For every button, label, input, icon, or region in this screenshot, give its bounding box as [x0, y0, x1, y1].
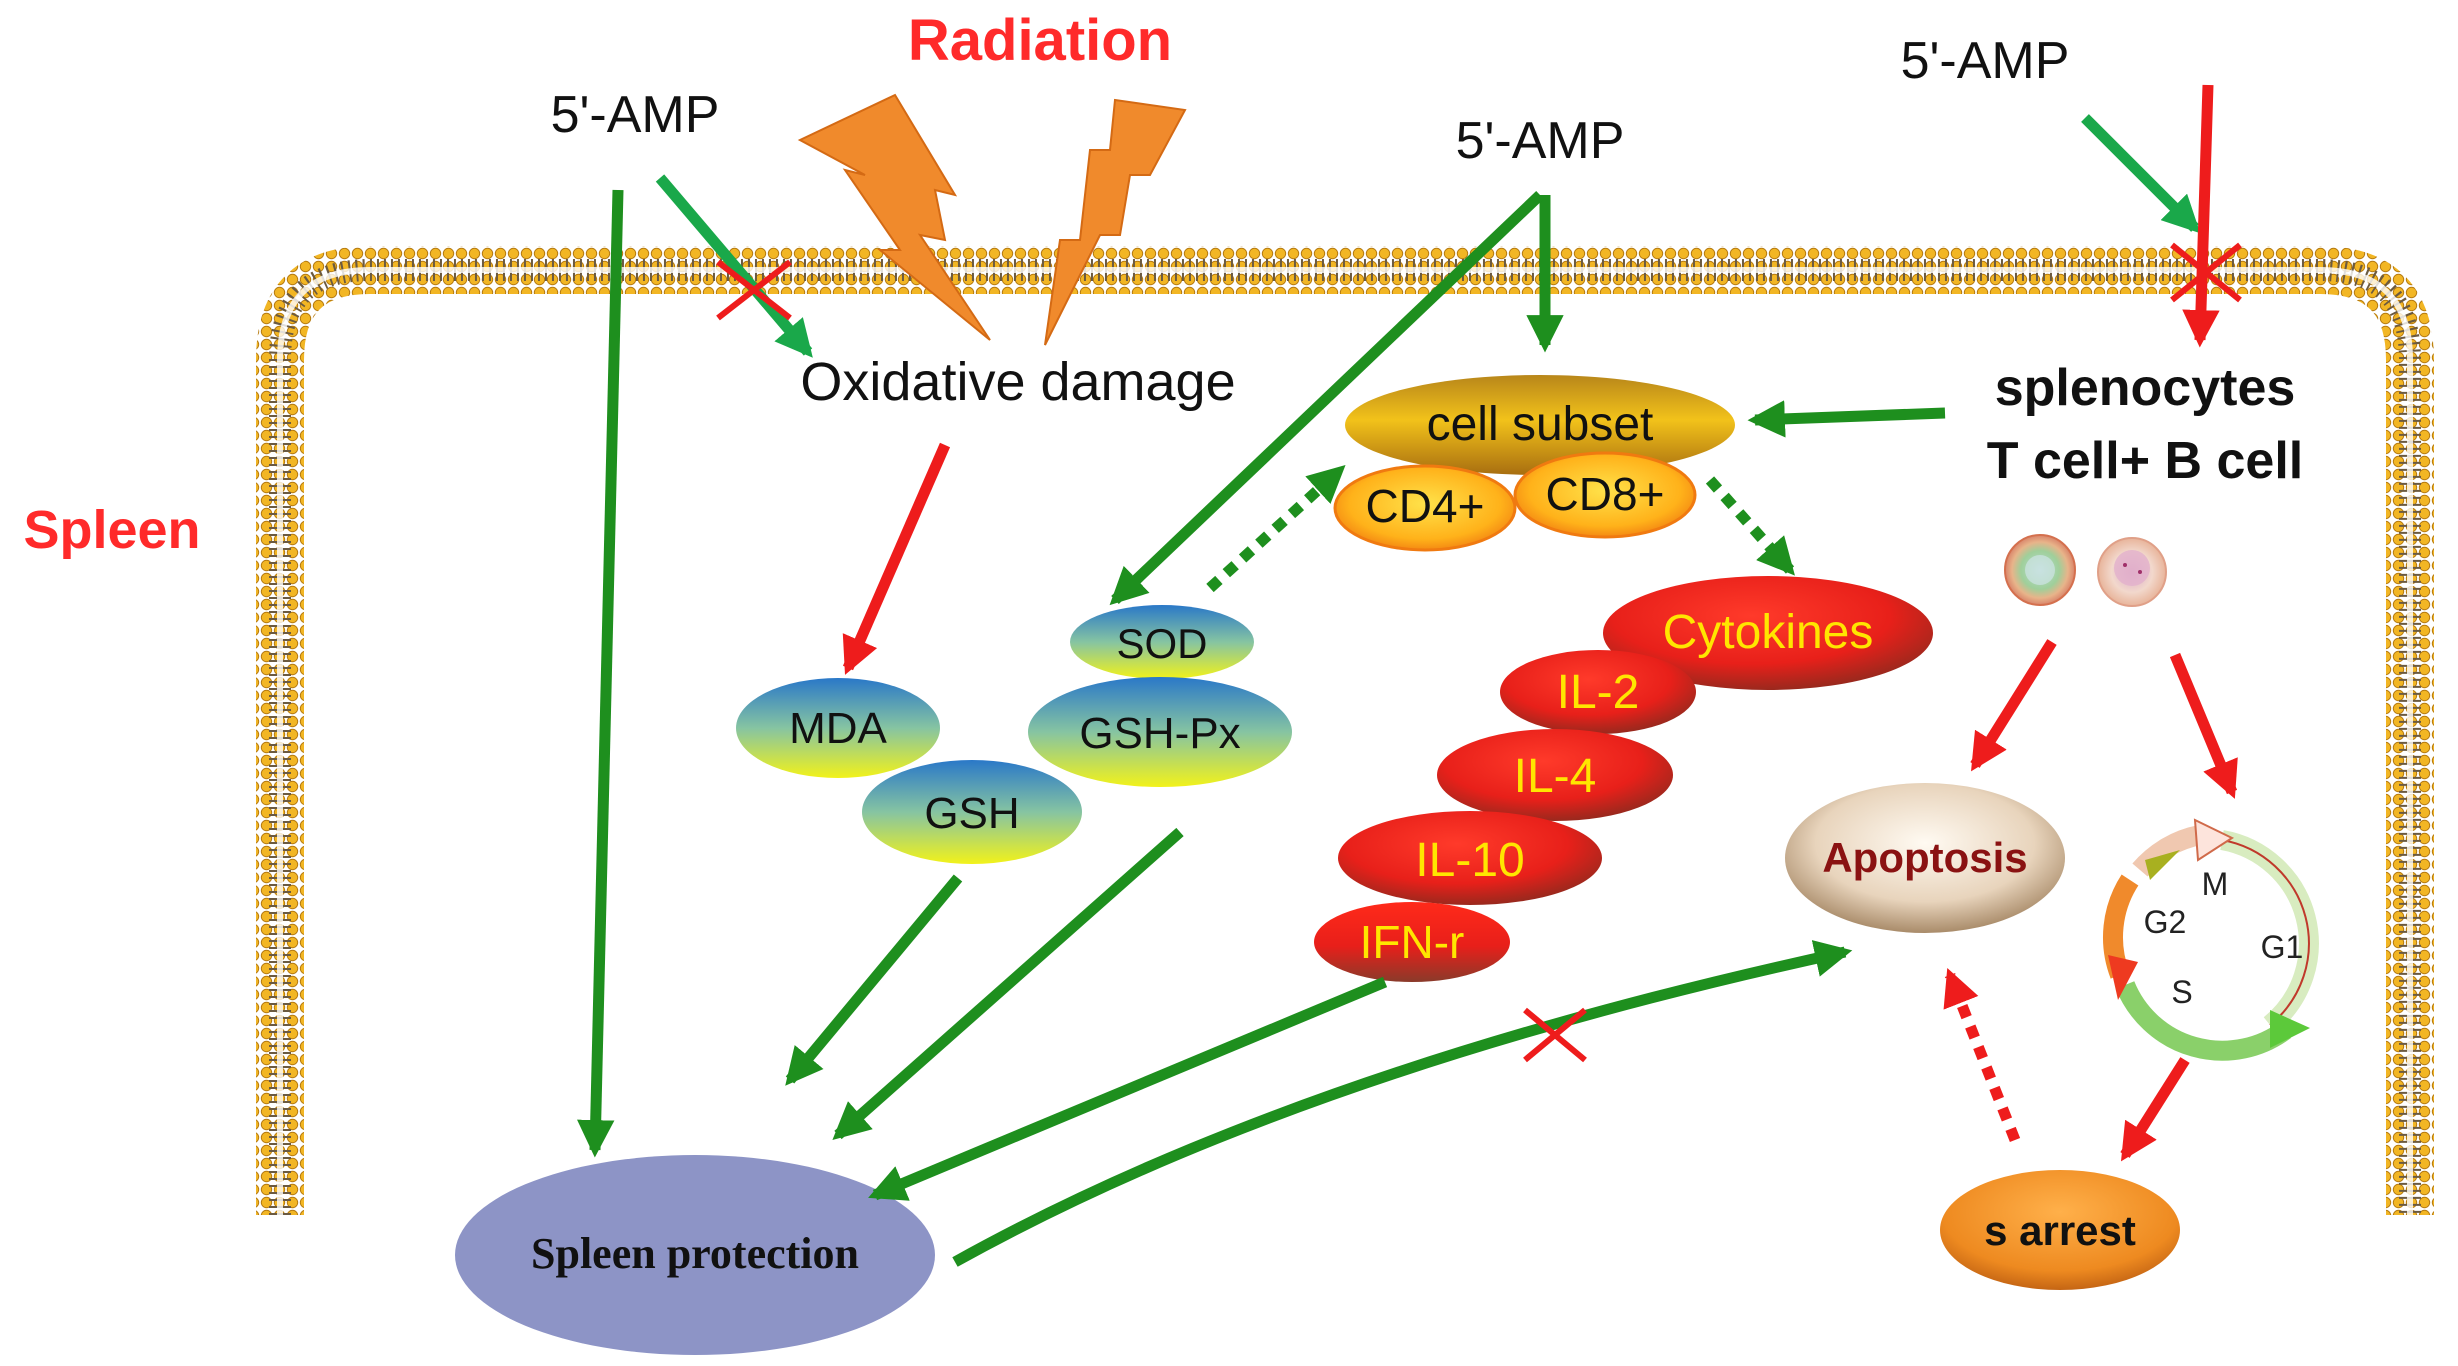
- amp-label-left: 5'-AMP: [551, 86, 720, 144]
- dotted-arrow-sod-to-cd4: [1206, 464, 1346, 593]
- cd4-node: CD4+: [1333, 464, 1517, 552]
- arrow-splenocytes-to-cell-subset: [1747, 400, 1946, 438]
- arrow-amp-to-splenocytes: [2081, 114, 2201, 234]
- phase-m-label: M: [2202, 866, 2229, 902]
- t-cell-icon: [2004, 534, 2076, 606]
- inhibit-arrows: [842, 84, 2238, 1162]
- b-cell-icon: [2097, 537, 2167, 607]
- cell-subset-node: cell subset: [1345, 375, 1735, 475]
- block-x-icon: [1523, 1007, 1587, 1063]
- arrow-amp-to-sod: [1109, 191, 1544, 606]
- mda-label: MDA: [789, 704, 887, 753]
- cell-cycle-diagram: M G1 G2 S: [2103, 818, 2319, 1061]
- arrow-amp-to-protection: [577, 189, 624, 1158]
- gsh-px-label: GSH-Px: [1079, 709, 1240, 758]
- lightning-bolt-icon: [797, 93, 991, 341]
- arrow-gshpx-to-protection: [832, 827, 1184, 1140]
- il10-label: IL-10: [1415, 834, 1524, 887]
- promote-arrows: [577, 114, 2201, 1267]
- ifn-node: IFN-r: [1314, 902, 1510, 982]
- s-arrest-label: s arrest: [1984, 1207, 2136, 1254]
- dotted-arrow-cd8-to-cytokines: [1705, 476, 1795, 576]
- splenocytes-label: splenocytes: [1995, 359, 2296, 417]
- cd8-label: CD8+: [1546, 468, 1665, 520]
- cd8-node: CD8+: [1513, 451, 1697, 539]
- dotted-promote-arrows: [1206, 464, 1795, 593]
- sod-label: SOD: [1116, 620, 1207, 667]
- arrow-cells-to-cycle: [2169, 652, 2238, 799]
- il4-label: IL-4: [1514, 750, 1597, 803]
- arrow-ifn-to-protection: [868, 976, 1388, 1201]
- il2-label: IL-2: [1557, 666, 1640, 719]
- arrow-cells-to-apoptosis: [1970, 639, 2057, 772]
- lightning-bolt-icon: [1044, 98, 1187, 346]
- arrow-protection-to-apoptosis: [952, 940, 1853, 1267]
- arrow-oxidative-to-mda: [842, 442, 951, 675]
- il4-node: IL-4: [1437, 729, 1673, 821]
- mda-node: MDA: [736, 678, 940, 778]
- radiation-title: Radiation: [908, 8, 1172, 73]
- phase-g2-label: G2: [2144, 904, 2187, 940]
- apoptosis-node: Apoptosis: [1785, 783, 2065, 933]
- sod-node: SOD: [1070, 605, 1254, 679]
- phase-g1-label: G1: [2261, 929, 2304, 965]
- cytokines-node: Cytokines: [1603, 576, 1933, 690]
- cd4-label: CD4+: [1366, 480, 1485, 532]
- amp-label-right: 5'-AMP: [1901, 32, 2070, 90]
- cytokines-label: Cytokines: [1663, 606, 1874, 659]
- arrow-amp-to-oxidative: [655, 174, 813, 358]
- phase-s-label: S: [2171, 974, 2192, 1010]
- cell-membrane: [256, 246, 2434, 1215]
- arrow-into-splenocytes: [2182, 84, 2220, 348]
- il10-node: IL-10: [1338, 811, 1602, 905]
- il2-node: IL-2: [1500, 650, 1696, 734]
- s-arrest-node: s arrest: [1940, 1170, 2180, 1290]
- spleen-protection-node: Spleen protection: [455, 1155, 935, 1355]
- spleen-label: Spleen: [23, 500, 200, 560]
- block-x-icon: [2170, 242, 2242, 303]
- gsh-px-node: GSH-Px: [1028, 677, 1292, 787]
- block-x-icon: [716, 259, 792, 321]
- cell-subset-label: cell subset: [1427, 398, 1654, 451]
- arrow-gsh-to-protection: [785, 874, 963, 1086]
- ifn-label: IFN-r: [1360, 916, 1465, 968]
- apoptosis-label: Apoptosis: [1822, 834, 2027, 881]
- gsh-node: GSH: [862, 760, 1082, 864]
- oxidative-damage-label: Oxidative damage: [800, 352, 1235, 412]
- amp-label-center: 5'-AMP: [1456, 112, 1625, 170]
- arrow-cycle-to-s-arrest: [2120, 1057, 2190, 1162]
- t-b-cell-label: T cell+ B cell: [1987, 432, 2304, 490]
- spleen-protection-label: Spleen protection: [531, 1229, 859, 1278]
- gsh-label: GSH: [924, 789, 1019, 838]
- dotted-arrow-s-arrest-to-apoptosis: [1943, 968, 2021, 1143]
